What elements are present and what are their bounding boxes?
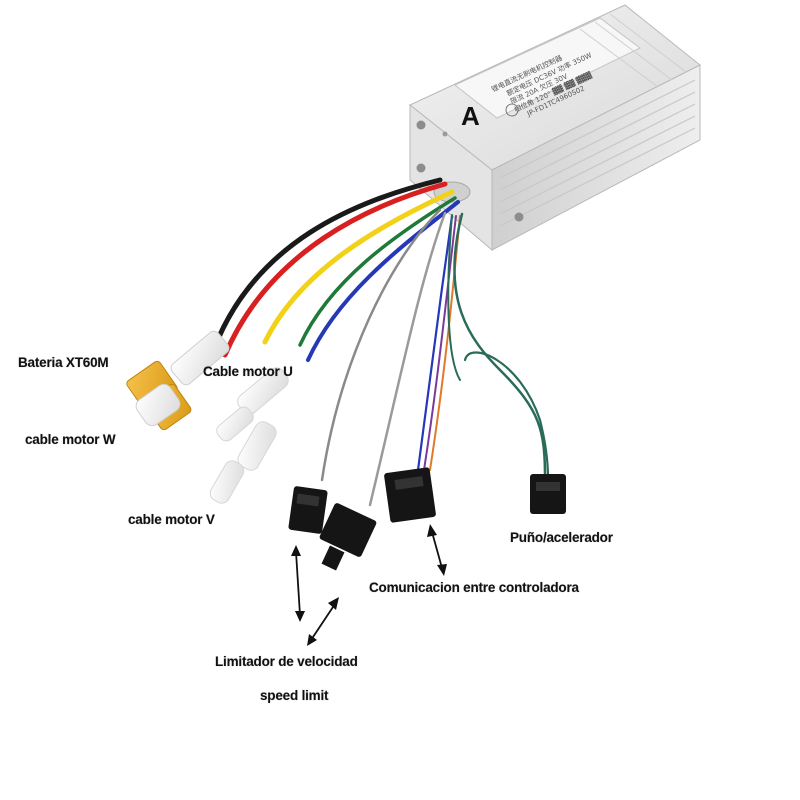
wire-bundle — [207, 177, 550, 507]
throttle-label: Puño/acelerador — [510, 530, 613, 545]
speed-limit-connector-right — [319, 503, 377, 571]
controller-housing: 锂电直流无刷电机控制器 额定电压 DC36V 功率 350W 限流 20A 欠压… — [409, 4, 701, 252]
motor-v-label: cable motor V — [128, 512, 215, 527]
controller-letter: A — [461, 101, 480, 131]
battery-label: Bateria XT60M — [18, 355, 109, 370]
limiter-label: Limitador de velocidad — [215, 654, 358, 669]
motor-u-connector — [216, 367, 289, 442]
speed-limit-label: speed limit — [260, 688, 329, 703]
battery-xt60-connector — [126, 330, 230, 431]
motor-w-label: cable motor W — [25, 432, 116, 447]
motor-v-connector — [209, 421, 277, 504]
motor-u-label: Cable motor U — [203, 364, 293, 379]
throttle-connector — [530, 474, 566, 514]
communication-connector — [384, 467, 436, 523]
annotation-arrows — [291, 524, 447, 646]
communication-label: Comunicacion entre controladora — [369, 580, 579, 595]
speed-limit-connector-left — [288, 486, 328, 534]
